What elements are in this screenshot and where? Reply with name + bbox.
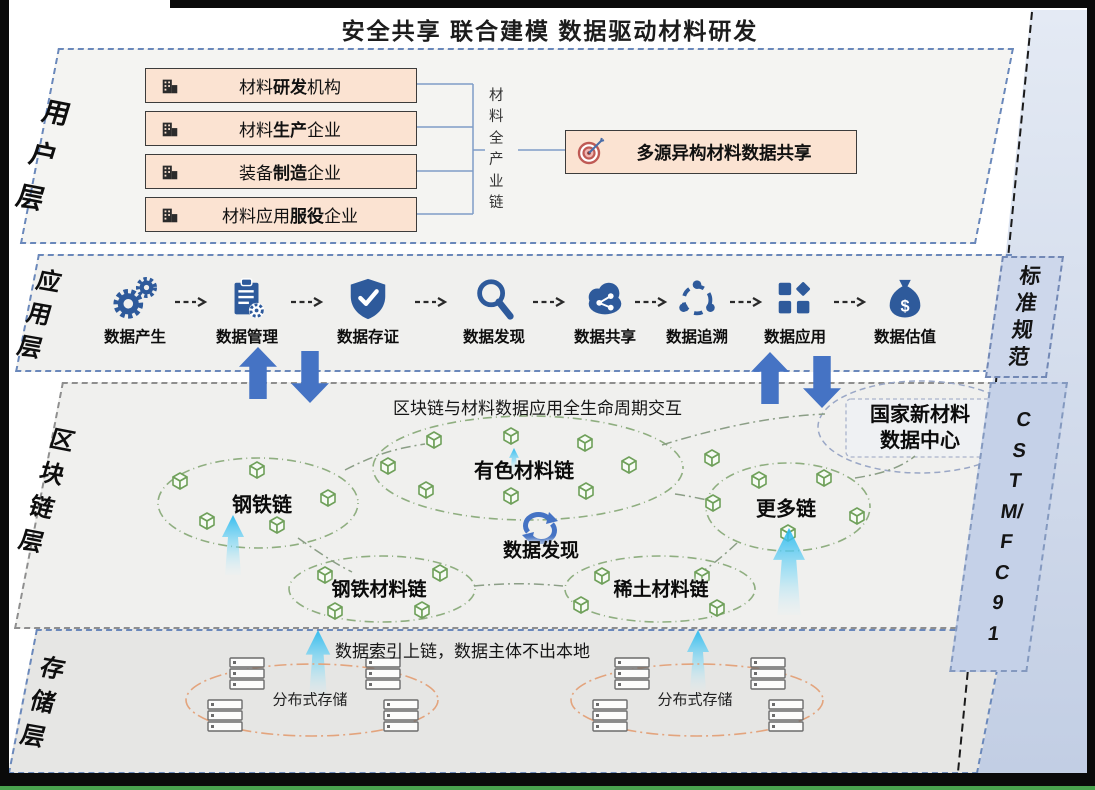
flow-arrow-icon	[414, 295, 448, 313]
trace-cycle-icon	[637, 274, 757, 322]
data-sharing-label: 多源异构材料数据共享	[636, 142, 812, 163]
money-bag-icon: $	[845, 274, 965, 322]
app-step-data-discovery: 数据发现	[434, 274, 554, 347]
app-step-label: 数据产生	[103, 329, 166, 346]
app-step-data-tracing: 数据追溯	[637, 274, 757, 347]
app-step-data-application: 数据应用	[735, 274, 855, 347]
app-step-data-generation: 数据产生	[75, 274, 195, 347]
steel-chain-label: 钢铁链	[232, 494, 292, 517]
app-step-data-sharing: 数据共享	[545, 274, 665, 347]
flow-arrow-icon	[532, 295, 566, 313]
national-data-center-label: 国家新材料 数据中心	[870, 402, 970, 454]
rare-earth-chain-label: 稀土材料链	[613, 579, 709, 601]
entity-label: 材料研发机构	[239, 78, 341, 97]
blockchain-caption: 区块链与材料数据应用全生命周期交互	[393, 399, 682, 418]
flow-arrow-icon	[634, 295, 668, 313]
more-chain-label: 更多链	[756, 498, 816, 521]
cstm-label: CSTM/FC91	[986, 409, 1033, 645]
app-step-data-valuation: $ 数据估值	[845, 274, 965, 347]
cloud-share-icon	[545, 274, 665, 322]
flow-arrow-icon	[729, 295, 763, 313]
steel-material-chain-label: 钢铁材料链	[331, 579, 427, 601]
app-step-label: 数据发现	[462, 329, 525, 346]
entity-equipment-manufacturing: 装备制造企业	[145, 154, 417, 189]
frame-bottom	[0, 773, 1095, 786]
building-icon	[160, 205, 180, 225]
svg-text:$: $	[900, 297, 909, 315]
app-step-label: 数据管理	[215, 329, 278, 346]
entity-material-service: 材料应用服役企业	[145, 197, 417, 232]
building-icon	[160, 119, 180, 139]
flow-arrow-icon	[174, 295, 208, 313]
frame-right	[1087, 0, 1095, 790]
left-distributed-storage-label: 分布式存储	[272, 691, 348, 709]
building-icon	[160, 162, 180, 182]
diagram-title: 安全共享 联合建模 数据驱动材料研发	[341, 18, 759, 44]
magnifier-icon	[434, 274, 554, 322]
entity-material-rd: 材料研发机构	[145, 68, 417, 103]
entity-label: 装备制造企业	[239, 164, 341, 183]
app-step-label: 数据追溯	[665, 329, 728, 346]
data-center-line2: 数据中心	[880, 430, 960, 452]
flow-arrow-icon	[290, 295, 324, 313]
frame-top	[170, 0, 1095, 8]
standards-label: 标准规范	[1006, 265, 1043, 369]
app-step-data-certification: 数据存证	[308, 274, 428, 347]
gears-icon	[75, 274, 195, 322]
app-step-label: 数据存证	[336, 329, 399, 346]
nonferrous-chain-label: 有色材料链	[474, 460, 574, 483]
building-icon	[160, 76, 180, 96]
entity-label: 材料应用服役企业	[222, 207, 358, 226]
app-step-label: 数据估值	[873, 329, 936, 346]
app-step-data-management: 数据管理	[187, 274, 307, 347]
industry-chain-label: 材料全产业链	[489, 88, 504, 212]
frame-left	[0, 0, 9, 790]
blockchain-layer-slab	[13, 382, 1015, 629]
storage-note: 数据索引上链，数据主体不出本地	[335, 642, 590, 661]
entity-label: 材料生产企业	[239, 121, 341, 140]
data-center-line1: 国家新材料	[870, 404, 970, 426]
frame-green-strip	[0, 786, 1095, 790]
shield-check-icon	[308, 274, 428, 322]
flow-arrow-icon	[833, 295, 867, 313]
app-grid-icon	[735, 274, 855, 322]
app-step-label: 数据共享	[573, 329, 636, 346]
data-discovery-label: 数据发现	[502, 540, 580, 562]
data-sharing-box: 多源异构材料数据共享	[565, 130, 857, 174]
target-icon	[576, 137, 606, 167]
clipboard-gear-icon	[187, 274, 307, 322]
right-distributed-storage-label: 分布式存储	[657, 691, 733, 709]
app-step-label: 数据应用	[763, 329, 826, 346]
entity-material-production: 材料生产企业	[145, 111, 417, 146]
